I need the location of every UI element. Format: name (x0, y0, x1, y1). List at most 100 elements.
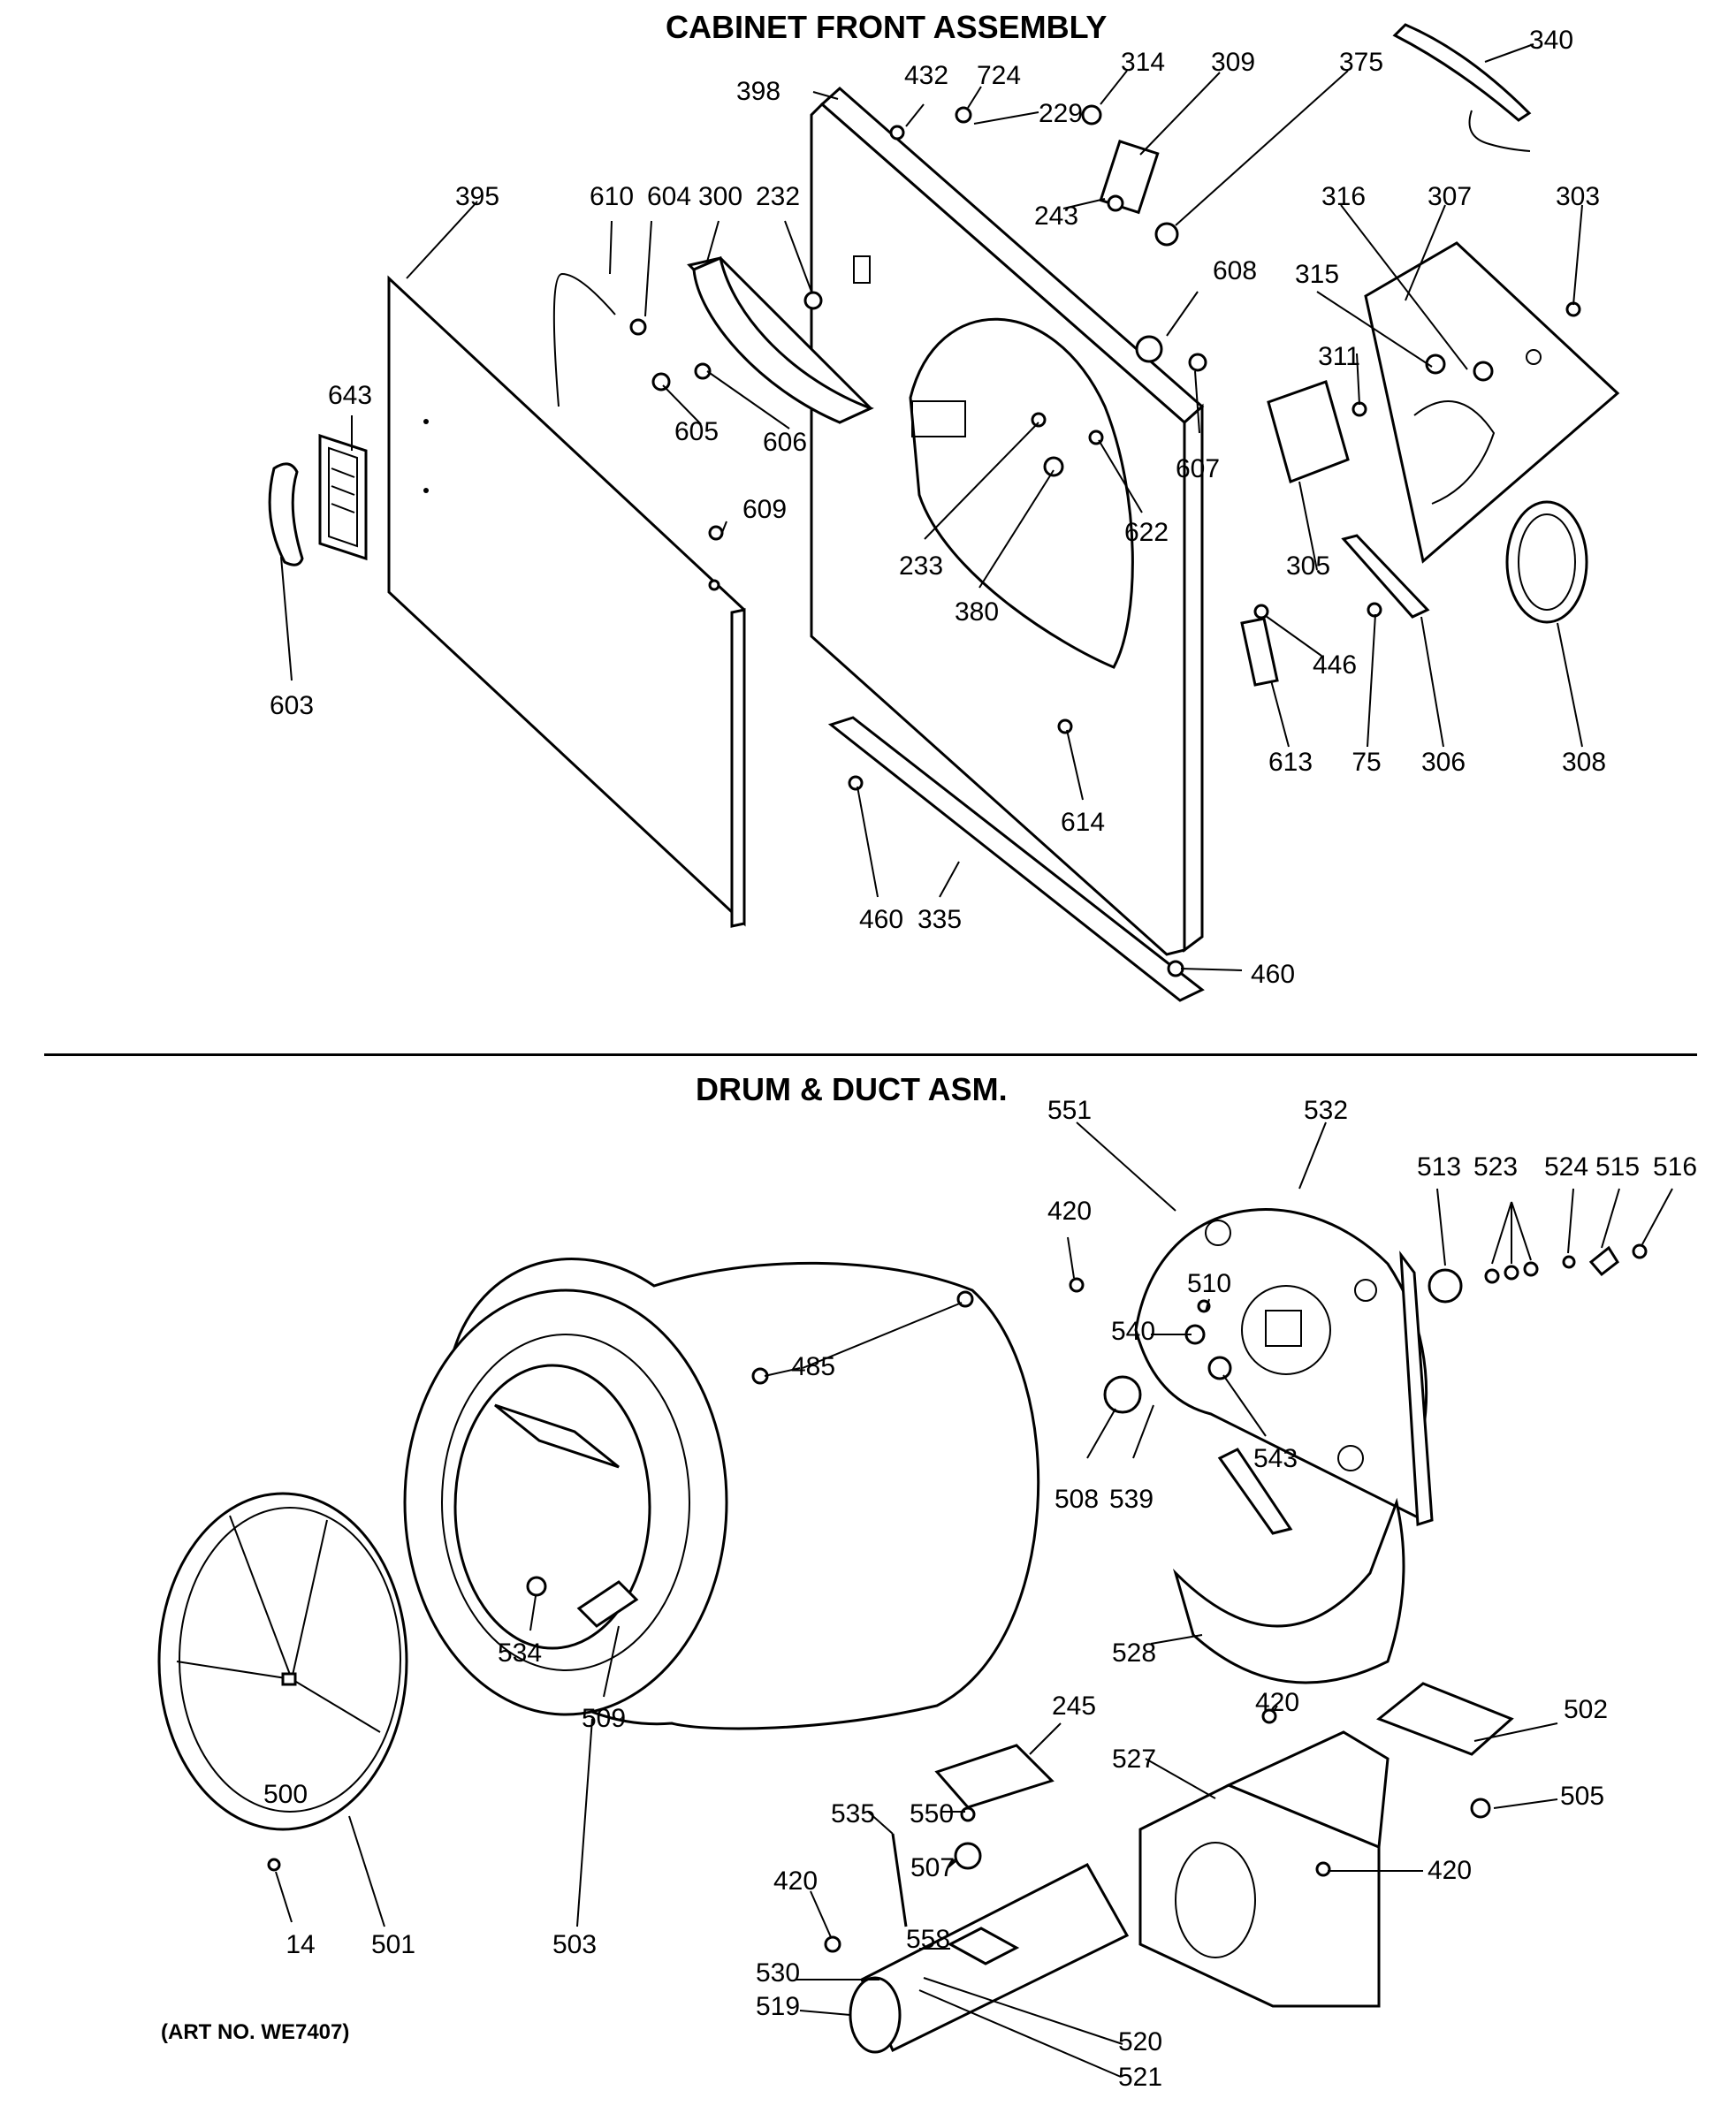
part-number-label: 14 (286, 1930, 315, 1959)
leader-lines-cabinet (280, 43, 1583, 971)
part-number-label: 528 (1112, 1638, 1156, 1668)
part-number-label: 724 (977, 61, 1021, 90)
part-number-label: 523 (1473, 1152, 1518, 1182)
part-number-label: 606 (763, 428, 807, 457)
part-number-label: 520 (1118, 2027, 1162, 2056)
door-seal-drawing (318, 433, 368, 561)
part-number-label: 513 (1417, 1152, 1461, 1182)
part-number-label: 309 (1211, 48, 1255, 77)
part-number-label: 551 (1047, 1096, 1092, 1125)
small-fasteners-drum (267, 1243, 1648, 1953)
part-number-label: 609 (742, 495, 787, 524)
part-number-label: 446 (1313, 650, 1357, 680)
duct-curve-drawing (1172, 1497, 1405, 1684)
part-number-label: 460 (859, 905, 903, 934)
part-number-label: 316 (1321, 182, 1366, 211)
part-number-label: 622 (1124, 518, 1169, 547)
part-number-label: 524 (1544, 1152, 1588, 1182)
control-trim-drawing (1392, 23, 1532, 152)
part-number-label: 543 (1253, 1444, 1298, 1473)
hinge-613-drawing (1240, 617, 1279, 687)
bracket-502-drawing (1376, 1682, 1514, 1756)
part-number-label: 398 (736, 77, 780, 106)
cabinet-front-assembly-title: CABINET FRONT ASSEMBLY (666, 9, 1108, 45)
part-number-label: 613 (1268, 748, 1313, 777)
part-number-label: 540 (1111, 1317, 1155, 1346)
part-number-label: 519 (756, 1992, 800, 2021)
part-number-label: 607 (1176, 454, 1220, 483)
bracket-306-drawing (1341, 534, 1430, 619)
part-number-label: 614 (1061, 808, 1105, 837)
part-number-label: 335 (917, 905, 962, 934)
part-number-label: 300 (698, 182, 742, 211)
part-number-label: 539 (1109, 1485, 1154, 1514)
part-number-label: 303 (1556, 182, 1600, 211)
part-number-label: 558 (906, 1925, 950, 1954)
part-number-label: 420 (1047, 1197, 1092, 1226)
rear-bulkhead-drawing (1134, 1208, 1434, 1535)
part-number-label: 420 (773, 1866, 818, 1896)
section-divider (44, 1053, 1697, 1056)
part-number-label: 340 (1529, 26, 1573, 55)
part-number-label: 510 (1187, 1269, 1231, 1298)
part-number-label: 380 (955, 597, 999, 627)
part-number-label: 460 (1251, 960, 1295, 989)
part-number-label: 509 (582, 1704, 626, 1733)
part-number-label: 232 (756, 182, 800, 211)
leader-lines-drum (275, 1121, 1673, 2078)
part-number-label: 535 (831, 1799, 875, 1828)
part-number-label: 532 (1304, 1096, 1348, 1125)
door-handle-drawing (268, 462, 304, 566)
part-number-label: 534 (498, 1638, 542, 1668)
art-number: (ART NO. WE7407) (161, 2020, 350, 2044)
back-plate-drawing (1364, 241, 1620, 564)
part-number-label: 315 (1295, 260, 1339, 289)
part-number-label: 245 (1052, 1691, 1096, 1721)
part-number-label: 508 (1055, 1485, 1099, 1514)
door-panel-drawing (387, 275, 746, 928)
part-number-label: 75 (1351, 748, 1381, 777)
part-number-label: 243 (1034, 201, 1078, 231)
part-number-label: 515 (1595, 1152, 1640, 1182)
part-number-label: 550 (910, 1799, 954, 1828)
part-number-label: 505 (1560, 1782, 1604, 1811)
switch-cover-drawing (1267, 380, 1350, 483)
part-number-label: 604 (647, 182, 691, 211)
part-number-label: 503 (552, 1930, 597, 1959)
part-number-label: 605 (674, 417, 719, 446)
lint-filter-drawing (687, 255, 874, 424)
part-number-label: 603 (270, 691, 314, 720)
duct-box-drawing (1138, 1730, 1390, 2008)
toe-panel-strip-drawing (827, 716, 1205, 1002)
part-number-label: 521 (1118, 2063, 1162, 2092)
part-number-label: 502 (1564, 1695, 1608, 1724)
part-number-label: 229 (1039, 99, 1083, 128)
part-number-label: 507 (910, 1853, 955, 1882)
plate-245-drawing (934, 1744, 1055, 1809)
part-number-label: 516 (1653, 1152, 1697, 1182)
part-number-label: 530 (756, 1958, 800, 1988)
front-bulkhead-drawing (157, 1492, 408, 1831)
part-number-label: 306 (1421, 748, 1466, 777)
part-number-label: 307 (1428, 182, 1472, 211)
part-number-label: 501 (371, 1930, 415, 1959)
drum-duct-assembly-title: DRUM & DUCT ASM. (696, 1071, 1008, 1107)
part-number-label: 233 (899, 551, 943, 581)
part-number-label: 610 (590, 182, 634, 211)
part-number-label: 311 (1318, 342, 1360, 371)
drum-drawing (403, 1258, 1040, 1730)
part-number-label: 643 (328, 381, 372, 410)
part-number-label: 432 (904, 61, 948, 90)
drum-seal-ring-drawing (1505, 500, 1588, 624)
bracket-558-drawing (947, 1927, 1020, 1965)
part-number-label: 500 (263, 1780, 308, 1809)
part-number-label: 305 (1286, 551, 1330, 581)
part-number-label: 420 (1428, 1856, 1472, 1885)
door-switch-wire-drawing (552, 272, 616, 407)
part-number-label: 608 (1213, 256, 1257, 285)
small-fasteners-cabinet (629, 104, 1581, 977)
part-number-label: 485 (791, 1352, 835, 1381)
